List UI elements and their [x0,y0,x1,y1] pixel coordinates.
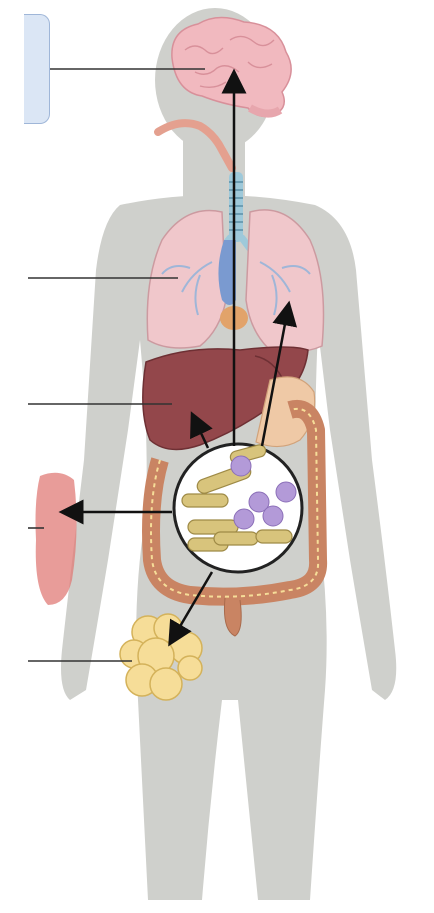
gut-microbiota-icon [174,444,302,572]
label-box [24,14,50,124]
muscle-icon [36,473,77,605]
